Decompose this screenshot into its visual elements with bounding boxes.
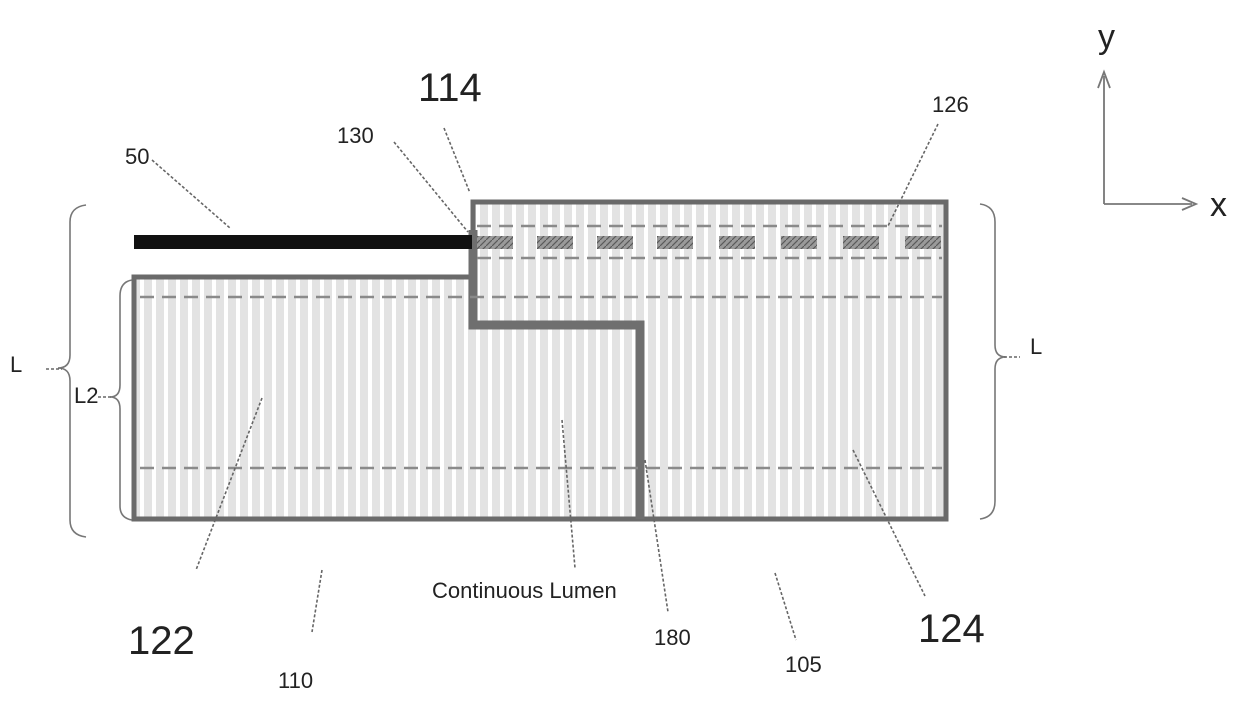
label-axis-x: x xyxy=(1210,186,1227,224)
label-124: 124 xyxy=(918,607,985,651)
leader-110 xyxy=(312,570,322,632)
label-122: 122 xyxy=(128,619,195,663)
axis-indicator xyxy=(1098,72,1196,210)
brace-left-L xyxy=(58,205,86,537)
label-50: 50 xyxy=(125,144,149,169)
leader-130 xyxy=(394,142,468,232)
label-L2: L2 xyxy=(74,383,98,408)
left-body-122 xyxy=(134,277,474,519)
label-L-right: L xyxy=(1030,334,1042,359)
bar-50 xyxy=(134,235,472,249)
label-L-left: L xyxy=(10,352,22,377)
leader-114 xyxy=(444,128,470,193)
label-110: 110 xyxy=(278,668,313,693)
label-continuous-lumen: Continuous Lumen xyxy=(432,578,617,603)
label-130: 130 xyxy=(337,123,374,148)
label-114: 114 xyxy=(418,66,482,110)
label-180: 180 xyxy=(654,625,691,650)
leader-50 xyxy=(152,160,230,228)
leader-105 xyxy=(775,573,796,640)
label-axis-y: y xyxy=(1098,18,1115,56)
label-126: 126 xyxy=(932,92,969,117)
label-105: 105 xyxy=(785,652,822,677)
right-body-124 xyxy=(473,202,946,519)
brace-left-L2 xyxy=(110,280,132,520)
brace-right-L xyxy=(980,204,1006,519)
